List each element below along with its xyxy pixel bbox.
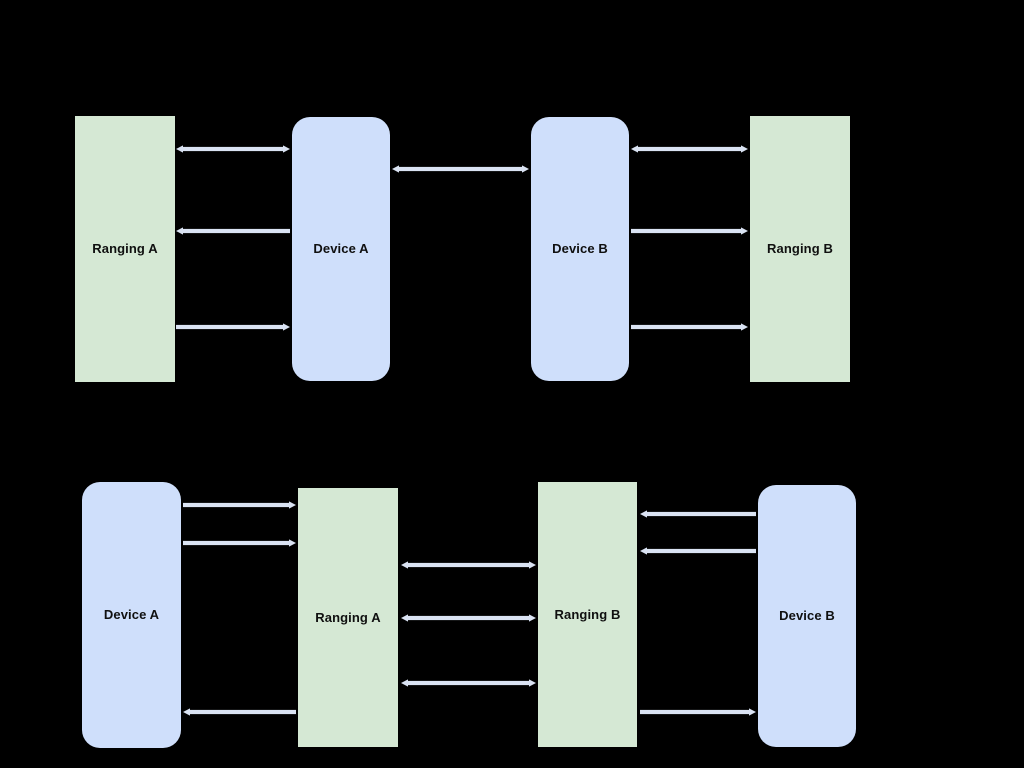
connector-b8-left: [630, 544, 766, 558]
connector-t1-both: [166, 142, 300, 156]
connector-b4-both: [391, 558, 546, 572]
connector-t7-right: [621, 320, 758, 334]
connector-t6-right: [621, 224, 758, 238]
connector-t5-both: [621, 142, 758, 156]
connector-t3-right: [166, 320, 300, 334]
connector-t2-left: [166, 224, 300, 238]
connector-b5-both: [391, 611, 546, 625]
node-top-device-a[interactable]: Device A: [292, 117, 390, 381]
node-bot-ranging-a[interactable]: Ranging A: [298, 488, 398, 747]
connector-t4-both: [382, 162, 539, 176]
connector-b9-right: [630, 705, 766, 719]
connector-b7-left: [630, 507, 766, 521]
connector-b1-right: [173, 498, 306, 512]
connector-b2-right: [173, 536, 306, 550]
connector-b3-left: [173, 705, 306, 719]
node-bot-ranging-b[interactable]: Ranging B: [538, 482, 637, 747]
connector-b6-both: [391, 676, 546, 690]
